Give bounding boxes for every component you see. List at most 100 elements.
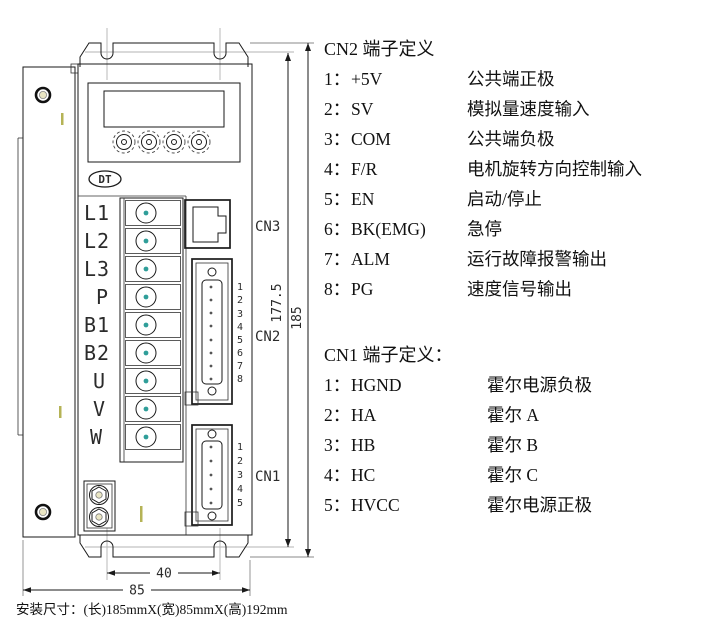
cn1-pin-number: 5	[237, 498, 243, 509]
pin-description: 电机旋转方向控制输入	[467, 159, 642, 179]
terminal-label-l1: L1	[84, 201, 110, 225]
pin-signal: HA	[351, 405, 377, 425]
pin-signal: ALM	[351, 249, 390, 269]
pin-signal: PG	[351, 279, 374, 299]
cn3-label: CN3	[255, 219, 280, 235]
pin-description: 霍尔电源正极	[487, 495, 592, 515]
pin-description: 霍尔电源负极	[487, 375, 592, 395]
dimension-85: 85	[23, 584, 250, 599]
cn2-pin-number: 2	[237, 295, 243, 306]
cn2-label: CN2	[255, 329, 280, 345]
cn2-pin-row: 6： BK(EMG) 急停	[324, 214, 716, 244]
terminal-label-l2: L2	[84, 229, 110, 253]
panel-key	[187, 130, 211, 154]
panel-key	[112, 130, 136, 154]
cn1-pins	[209, 445, 213, 505]
plate-screw-bottom	[34, 503, 52, 521]
cn1-pin-row: 1： HGND 霍尔电源负极	[324, 370, 716, 400]
dim-hole-span: 40	[156, 567, 172, 582]
pin-signal: HC	[351, 465, 376, 485]
cn2-pin-number: 3	[237, 309, 243, 320]
terminal-label-u: U	[93, 369, 106, 393]
cn2-pin-row: 7： ALM 运行故障报警输出	[324, 244, 716, 274]
cn1-pin-number: 4	[237, 484, 243, 495]
cn2-section-title: CN2 端子定义	[324, 39, 435, 59]
cn1-pin-row: 5： HVCC 霍尔电源正极	[324, 490, 716, 520]
terminal-labels: L1 L2 L3 P B1 B2 U V W	[84, 201, 110, 449]
cn2-pin-row: 4： F/R 电机旋转方向控制输入	[324, 154, 716, 184]
panel-key	[137, 130, 161, 154]
pin-signal: EN	[351, 189, 375, 209]
display-panel	[87, 82, 241, 163]
terminal-label-b1: B1	[84, 313, 110, 337]
dim-height-outer: 185	[290, 306, 305, 329]
brand-logo: DT	[88, 170, 122, 188]
pin-number: 3：	[324, 129, 351, 149]
lcd-display	[103, 90, 225, 128]
pin-description: 启动/停止	[467, 189, 542, 209]
pin-number: 6：	[324, 219, 351, 239]
terminal-label-p: P	[96, 285, 109, 309]
cn2-pin-row: 3： COM 公共端负极	[324, 124, 716, 154]
pin-description: 急停	[467, 219, 502, 239]
pin-number: 8：	[324, 279, 351, 299]
cn1-pin-numbers: 1 2 3 4 5	[237, 442, 243, 509]
terminal-label-v: V	[93, 397, 106, 421]
cn2-pin-row: 8： PG 速度信号输出	[324, 274, 716, 304]
pin-number: 5：	[324, 495, 351, 515]
terminal-label-w: W	[90, 425, 103, 449]
side-plate	[17, 63, 79, 538]
cn2-pin-row: 5： EN 启动/停止	[324, 184, 716, 214]
cn2-pin-number: 5	[237, 335, 243, 346]
cn1-section-title: CN1 端子定义：	[324, 345, 453, 365]
cn2-pins	[209, 285, 213, 381]
pin-description: 霍尔 A	[487, 405, 540, 425]
pin-number: 4：	[324, 465, 351, 485]
ground-screw-block	[83, 480, 116, 532]
install-dimensions-note: 安装尺寸：(长)185mmX(宽)85mmX(高)192mm	[16, 602, 288, 617]
terminal-definitions: CN2 端子定义 1： +5V 公共端正极 2： SV 模拟量速度输入 3： C…	[324, 34, 716, 520]
ground-screw	[89, 485, 109, 505]
cn2-pin-row: 1： +5V 公共端正极	[324, 64, 716, 94]
pin-signal: BK(EMG)	[351, 219, 426, 239]
pin-signal: COM	[351, 129, 391, 149]
pin-number: 7：	[324, 249, 351, 269]
cn2-pin-number: 4	[237, 322, 243, 333]
pin-number: 4：	[324, 159, 351, 179]
cn2-pin-row: 2： SV 模拟量速度输入	[324, 94, 716, 124]
cn2-pin-number: 7	[237, 361, 243, 372]
power-terminal-block: L1 L2 L3 P B1 B2 U V W	[84, 197, 184, 463]
dimension-185: 185	[290, 43, 311, 557]
terminal-label-b2: B2	[84, 341, 110, 365]
cn1-pin-row: 2： HA 霍尔 A	[324, 400, 716, 430]
pin-description: 模拟量速度输入	[467, 99, 590, 119]
dim-width: 85	[129, 584, 145, 599]
pin-number: 2：	[324, 99, 351, 119]
driver-dimension-drawing: DT	[17, 28, 314, 599]
panel-key	[162, 130, 186, 154]
pin-signal: HGND	[351, 375, 402, 395]
cn2-pin-number: 8	[237, 374, 243, 385]
center-lines	[85, 28, 294, 580]
pin-number: 3：	[324, 435, 351, 455]
cn2-pin-number: 6	[237, 348, 243, 359]
pin-signal: HB	[351, 435, 376, 455]
plate-screw-top	[34, 86, 52, 104]
cn1-pin-row: 4： HC 霍尔 C	[324, 460, 716, 490]
cn1-pin-number: 2	[237, 456, 243, 467]
pin-number: 1：	[324, 375, 351, 395]
pin-description: 霍尔 C	[487, 465, 539, 485]
terminal-screws	[135, 202, 157, 448]
pin-description: 运行故障报警输出	[467, 249, 607, 269]
dimension-177-5: 177.5	[270, 53, 291, 547]
cn1-pin-row: 3： HB 霍尔 B	[324, 430, 716, 460]
cn1-connector: 1 2 3 4 5	[184, 424, 243, 527]
cn1-pin-number: 1	[237, 442, 243, 453]
pin-description: 霍尔 B	[487, 435, 539, 455]
pin-signal: SV	[351, 99, 374, 119]
pin-description: 速度信号输出	[467, 279, 572, 299]
pin-signal: +5V	[351, 69, 383, 89]
pin-description: 公共端负极	[467, 129, 555, 149]
dimension-40: 40	[107, 567, 220, 582]
cn2-pin-number: 1	[237, 282, 243, 293]
